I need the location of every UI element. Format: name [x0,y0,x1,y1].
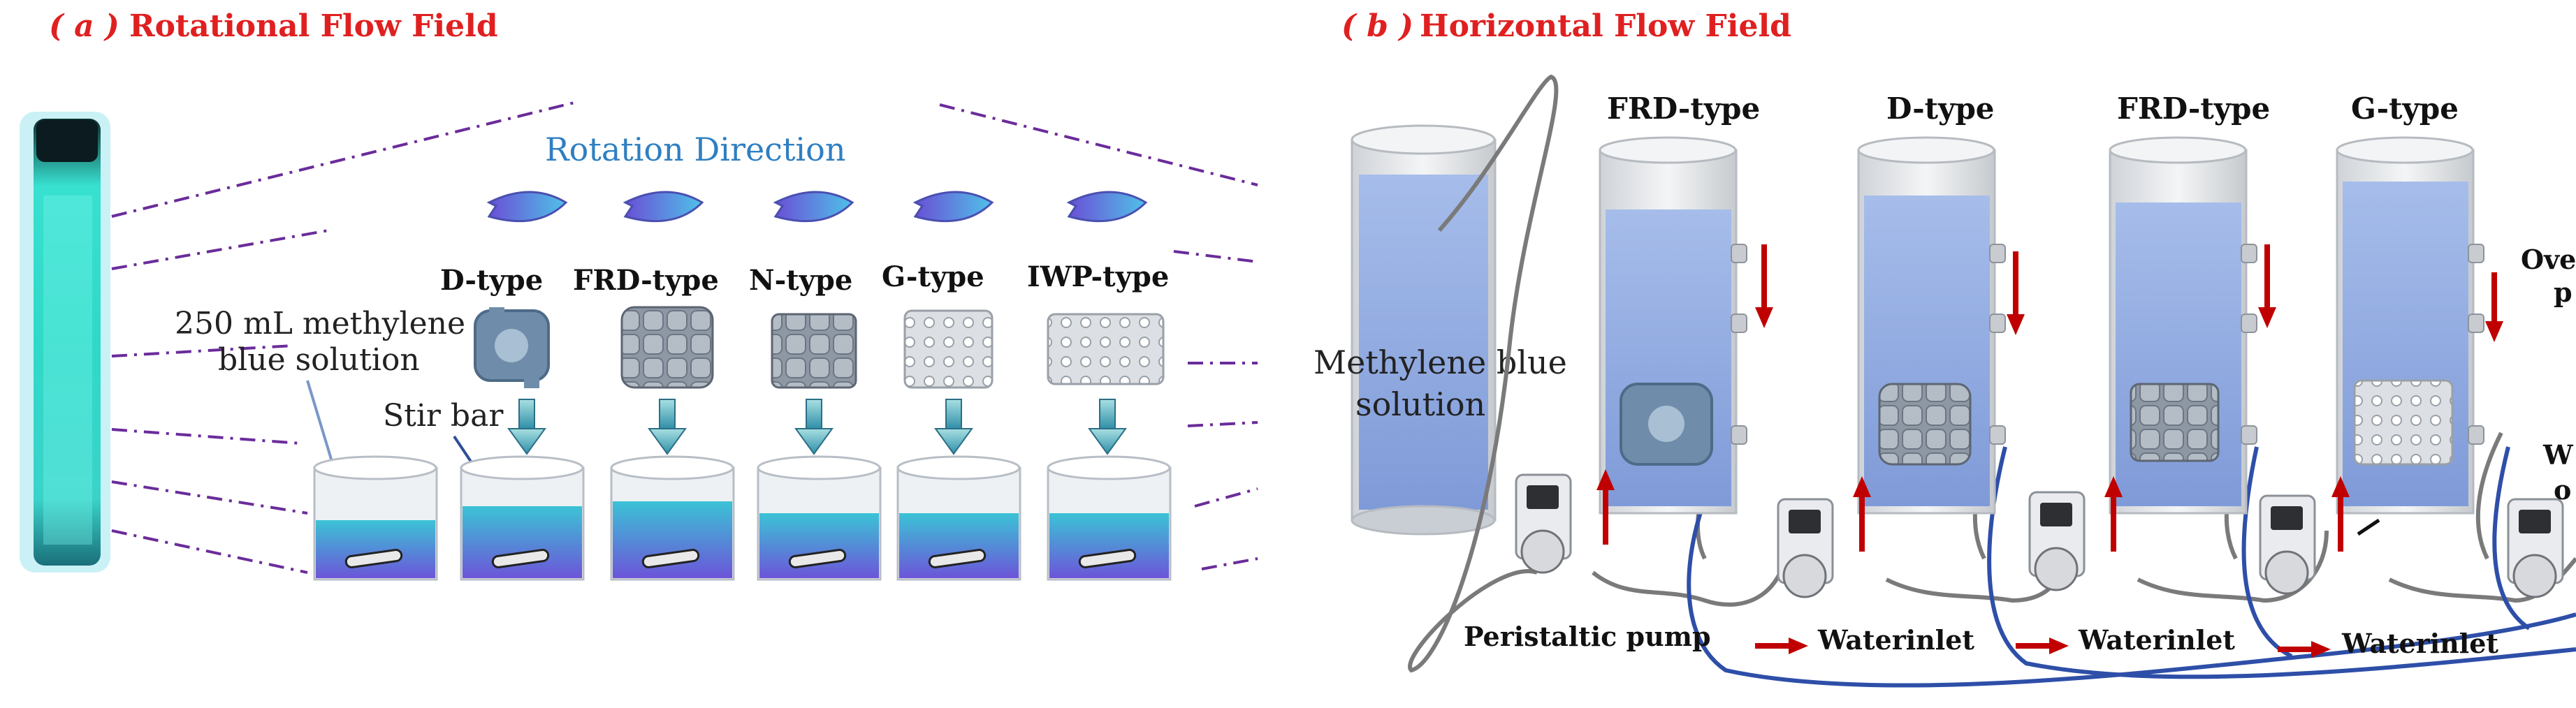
down-arrow-icon [518,399,535,429]
beaker [896,455,1021,581]
type-label: FRD-type [2117,91,2270,126]
black-pointer-icon [2357,518,2380,536]
panel-a-title-paren: ( a ) [49,8,119,44]
rotation-swirl-icon [912,191,994,223]
down-arrow-head [934,428,973,455]
reservoir-label-line1: Methylene blue [1314,344,1567,381]
pump [2507,498,2564,598]
red-down-arrow-head [1755,307,1773,328]
panel-b-title: Horizontal Flow Field [1420,8,1791,44]
solution-label-line1: 250 mL methylene [175,306,465,341]
beaker [757,455,882,581]
pump [2259,494,2316,595]
iwp-type-structure-icon [1047,313,1165,385]
type-label: D-type [1886,91,1995,126]
type-label: FRD-type [573,264,719,297]
pump [2028,491,2086,591]
type-label: IWP-type [1027,260,1169,293]
water-inlet-label: Waterinlet [2078,624,2235,656]
down-arrow-icon [806,399,822,429]
column-frd-type: FRD-type [573,191,719,455]
red-down-arrow-head [2485,321,2503,342]
panel-a: ( a ) Rotational Flow Field Rotation Dir… [20,8,1258,581]
water-inlet-3: Waterinlet [2278,628,2498,659]
down-arrow-head [648,428,687,455]
cut-off-label: p [2554,276,2573,308]
red-up-arrow-head [1853,476,1871,497]
down-arrow-icon [945,399,962,429]
beaker [313,455,438,581]
rotation-swirl-icon [486,191,568,223]
n-type-structure-icon [771,313,857,389]
down-arrow-head [507,428,546,455]
water-inlet-2: Waterinlet [2016,624,2235,656]
column-g-type: G-type [882,191,994,455]
red-right-arrow-head [2049,637,2069,654]
stir-bar-label: Stir bar [383,398,504,434]
type-label: FRD-type [1607,91,1760,126]
down-arrow-icon [1099,399,1116,429]
red-down-arrow-head [2258,307,2276,328]
red-up-arrow-head [1596,469,1615,490]
type-label: G-type [882,260,984,293]
beaker [610,455,735,581]
frd-type-structure-icon [1620,383,1713,466]
d-type-structure-icon [474,307,550,388]
red-up-arrow-head [2104,476,2123,497]
panel-b-title-paren: ( b ) [1341,8,1413,44]
column-n-type: N-type [749,191,857,455]
down-arrow-head [1088,428,1127,455]
type-label: D-type [440,264,543,297]
d-type-structure-icon [1878,383,1972,466]
reactor-cylinder-4: G-type [2331,91,2503,552]
reservoir-cylinder [1351,124,1497,536]
reactor-cylinder-3: FRD-type [2104,91,2276,552]
guide-lines [111,100,1258,574]
panel-a-title: Rotational Flow Field [129,8,498,44]
reactor-cylinder-2: D-type [1853,91,2025,552]
rotation-direction-label: Rotation Direction [545,131,845,168]
type-label: G-type [2351,91,2459,126]
red-up-arrow-head [2331,476,2350,497]
rotation-swirl-icon [773,191,854,223]
column-iwp-type: IWP-type [1027,191,1169,455]
beaker [460,455,585,581]
g-type-structure-icon [2353,379,2454,466]
reactor-cylinder-1: FRD-type [1596,91,1773,545]
red-down-arrow-head [2007,314,2025,335]
frd-type-structure-icon [620,306,714,389]
pump [1777,498,1834,598]
solution-label-line2: blue solution [218,342,420,378]
rotation-swirl-icon [623,191,704,223]
beakers [313,455,1172,581]
cut-off-label: W [2542,439,2574,471]
water-inlet-label: Waterinlet [1817,624,1974,656]
pump [1515,473,1572,574]
reservoir-label-line2: solution [1355,385,1485,423]
blue-tubing [1687,445,2576,688]
g-type-structure-icon [903,309,994,389]
type-label: N-type [749,264,852,297]
column-d-type: D-type [440,191,568,455]
peristaltic-pumps [1515,473,2564,598]
peristaltic-pump-label: Peristaltic pump [1464,621,1711,652]
down-arrow-head [794,428,834,455]
frd-type-structure-icon [2130,383,2220,462]
cut-off-label: Ove [2521,244,2576,275]
water-inlet-1: Waterinlet [1755,624,1974,656]
water-inlet-label: Waterinlet [2341,628,2498,659]
red-right-arrow-head [1789,637,1808,654]
beaker [1047,455,1172,581]
cut-off-label: o [2554,474,2571,506]
rotation-swirl-icon [1066,191,1148,223]
glowing-tube [20,112,110,573]
red-right-arrow-head [2311,641,2331,658]
down-arrow-icon [659,399,676,429]
panel-b: ( b ) Horizontal Flow Field Methylene bl… [1314,8,2576,688]
